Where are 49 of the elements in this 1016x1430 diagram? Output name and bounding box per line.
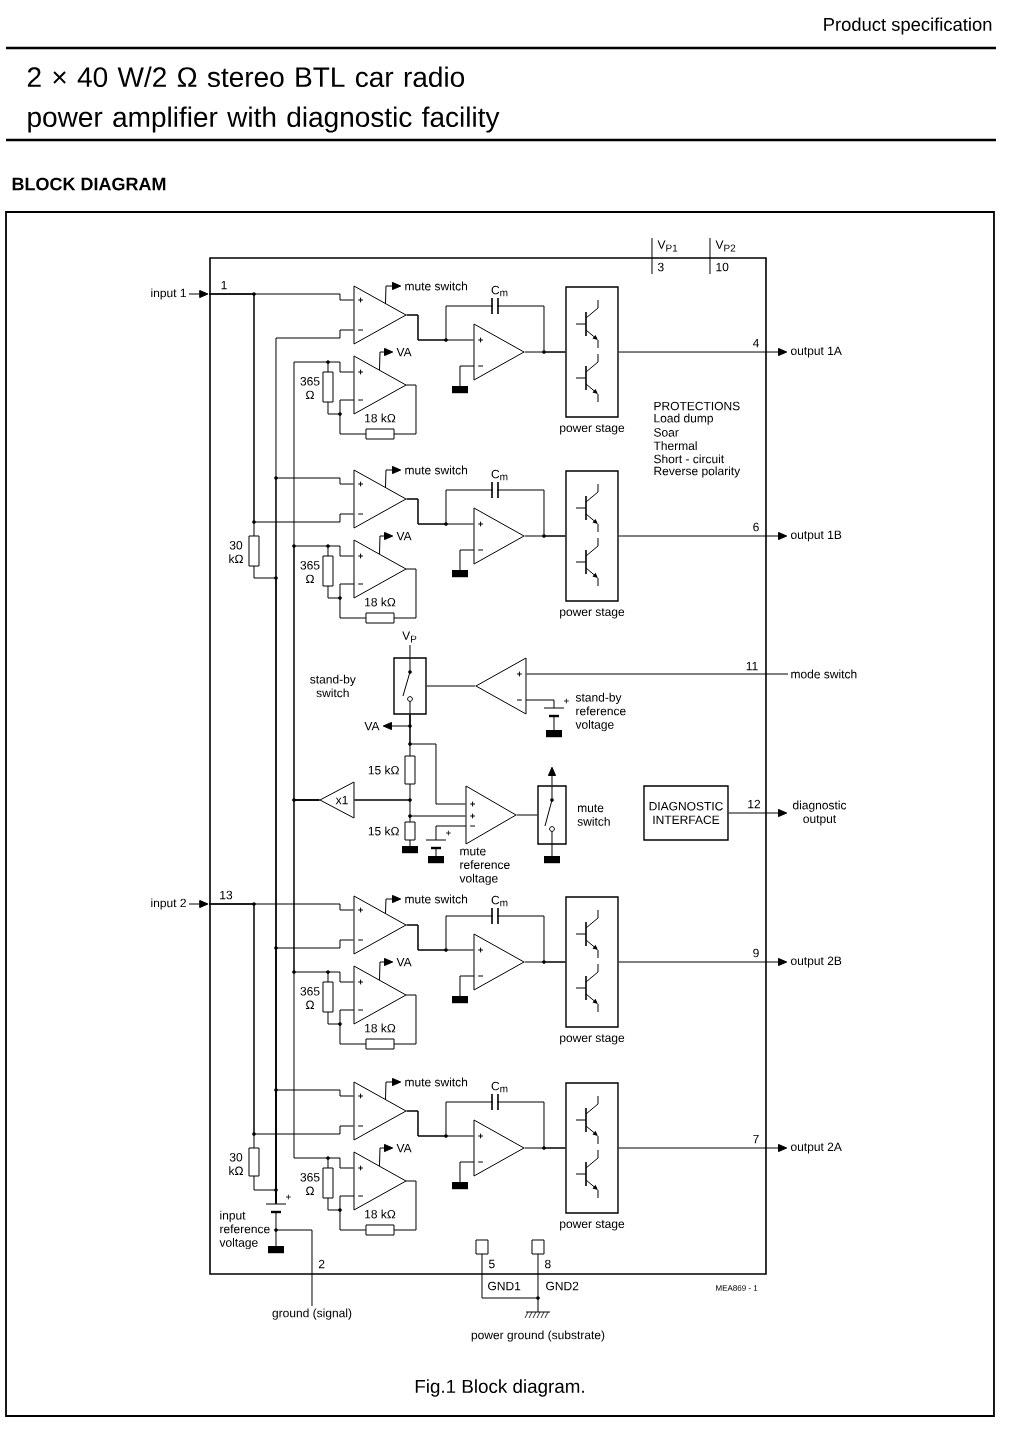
- amplifier-symbol: [353, 895, 407, 955]
- wire: [275, 1089, 354, 1204]
- arrow: [188, 899, 209, 909]
- amplifier-symbol: [353, 469, 407, 529]
- arrow: [188, 289, 209, 299]
- wire: [406, 915, 566, 963]
- amplifier-symbol: [473, 507, 525, 565]
- arrow: [379, 957, 394, 981]
- amplifier-symbol: [353, 1151, 407, 1211]
- wire: [409, 714, 466, 805]
- arrow: [385, 1077, 402, 1100]
- wire: [406, 305, 566, 353]
- arrow: [618, 1143, 788, 1153]
- wire: [406, 1101, 566, 1149]
- amplifier-symbol: [473, 1119, 525, 1177]
- wire: [354, 799, 466, 817]
- wire: [275, 1212, 313, 1307]
- arrow: [379, 347, 394, 371]
- amplifier-symbol: [473, 933, 525, 991]
- arrow: [379, 1143, 394, 1167]
- wire: [406, 489, 566, 537]
- wire: [526, 673, 789, 675]
- amplifier-symbol: [353, 285, 407, 345]
- amplifier-symbol: [353, 355, 407, 415]
- wire: [293, 799, 354, 1169]
- arrow: [385, 894, 402, 914]
- caption: Fig.1 Block diagram.: [415, 1379, 584, 1397]
- arrow: [379, 531, 394, 555]
- arrow: [618, 531, 788, 541]
- wire: [293, 545, 354, 801]
- wire: [516, 814, 538, 816]
- amplifier-symbol: [353, 965, 407, 1025]
- amplifier-symbol: [473, 323, 525, 381]
- arrow: [728, 808, 788, 818]
- chip-outline: [209, 257, 767, 1275]
- amplifier-symbol: [353, 1081, 407, 1141]
- wire: [409, 644, 411, 658]
- header-text: Product specification: [824, 17, 992, 35]
- arrow: [547, 766, 557, 786]
- amplifier-symbol: [465, 785, 517, 845]
- amplifier-symbol: [353, 539, 407, 599]
- amplifier-symbol: [475, 657, 527, 715]
- arrow: [385, 281, 402, 304]
- title: 2 × 40 W/2 Ω stereo BTL car radio power amplifier with diagnostic facility: [27, 66, 500, 133]
- arrow: [385, 465, 402, 488]
- arrow: [618, 957, 788, 967]
- arrow: [618, 347, 788, 357]
- section-heading: BLOCK DIAGRAM: [12, 177, 166, 191]
- wire: [426, 685, 476, 687]
